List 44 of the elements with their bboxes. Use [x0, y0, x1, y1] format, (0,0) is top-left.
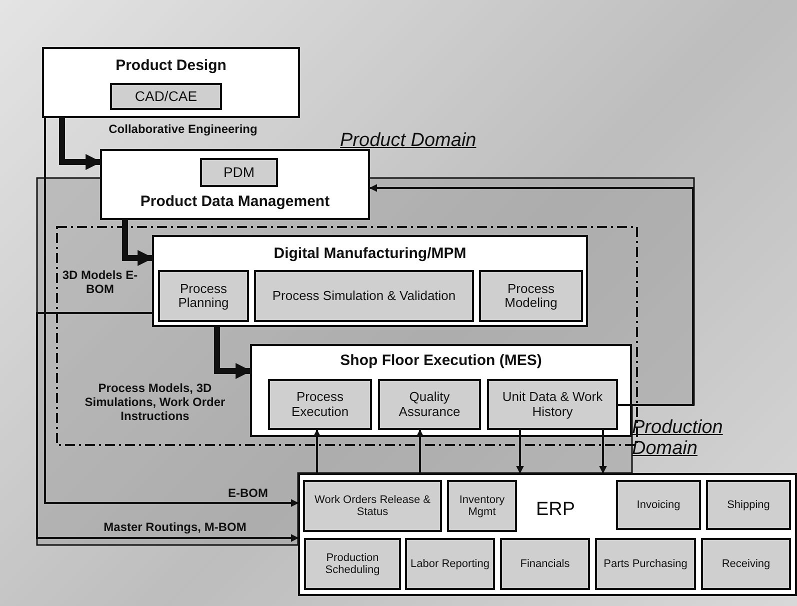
system-box: [100, 149, 370, 220]
module-box: Process Modeling: [479, 270, 583, 322]
module-box: PDM: [200, 158, 278, 187]
module-box: Work Orders Release & Status: [303, 480, 442, 532]
module-box: Process Simulation & Validation: [254, 270, 474, 322]
edge-label: 3D Models E-BOM: [61, 269, 139, 297]
arrow: [214, 327, 252, 379]
module-box: CAD/CAE: [110, 83, 222, 110]
arrow: [369, 184, 694, 406]
box-title: Digital Manufacturing/MPM: [272, 245, 468, 262]
module-box: Quality Assurance: [378, 379, 481, 430]
arrow: [516, 430, 524, 474]
edge-label: Process Models, 3D Simulations, Work Order Instructions: [84, 382, 226, 424]
edge-label: Collaborative Engineering: [108, 123, 258, 137]
module-box: Process Execution: [268, 379, 372, 430]
module-box: Shipping: [706, 480, 791, 530]
edge-label: Master Routings, M-BOM: [102, 521, 248, 535]
module-box: Invoicing: [616, 480, 701, 530]
module-box: Inventory Mgmt: [447, 480, 517, 532]
system-box: [42, 47, 300, 118]
domain-label: Product Domain: [340, 131, 478, 152]
arrow: [599, 430, 607, 474]
system-box: [250, 344, 632, 437]
system-box: [298, 473, 797, 596]
box-title: ERP: [534, 499, 576, 521]
module-box: Process Planning: [158, 270, 249, 322]
edge-label: E-BOM: [227, 487, 269, 501]
module-box: Unit Data & Work History: [487, 379, 618, 430]
module-box: Production Scheduling: [304, 538, 401, 590]
box-title: Shop Floor Execution (MES): [339, 352, 543, 369]
module-box: Labor Reporting: [405, 538, 495, 590]
domain-label: Production Domain: [632, 418, 724, 460]
module-box: Parts Purchasing: [595, 538, 696, 590]
arrow: [44, 118, 299, 507]
arrow: [122, 220, 154, 266]
arrow: [416, 429, 424, 473]
module-box: Financials: [500, 538, 590, 590]
box-title: Product Design: [114, 57, 228, 74]
module-box: Receiving: [701, 538, 791, 590]
arrow: [59, 118, 102, 170]
box-title: Product Data Management: [139, 193, 331, 210]
arrow: [36, 312, 299, 542]
arrow: [313, 429, 321, 473]
system-box: [152, 235, 588, 327]
